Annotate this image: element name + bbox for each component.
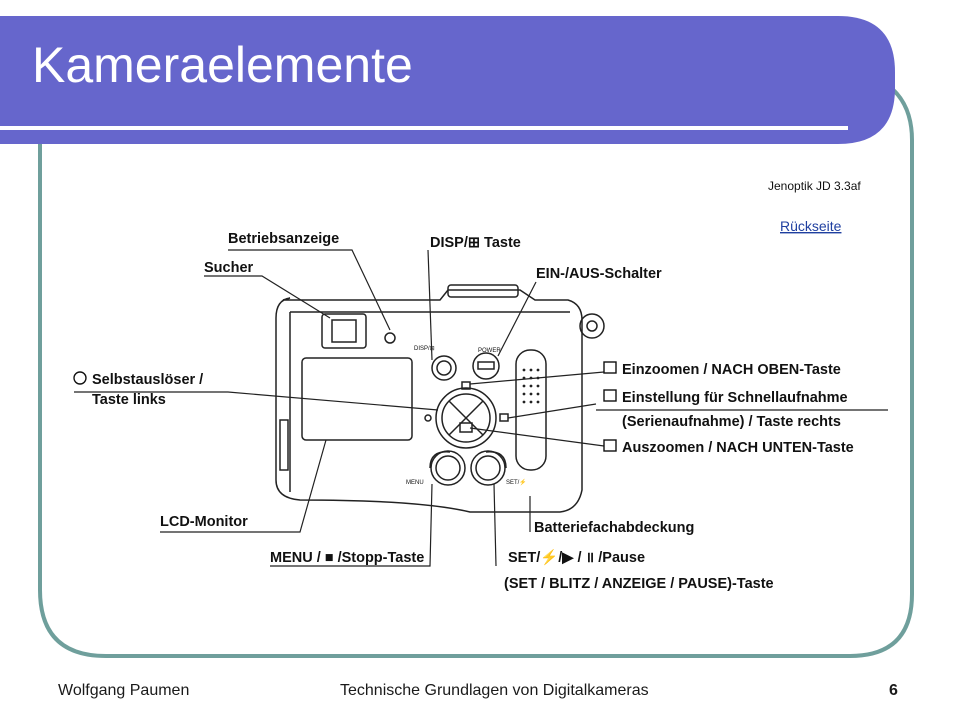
callout-labels: Betriebsanzeige Sucher DISP/⊞ Taste EIN-… — [92, 231, 854, 592]
label-schnellaufnahme-1: Einstellung für Schnellaufnahme — [622, 390, 848, 406]
label-ein-aus: EIN-/AUS-Schalter — [536, 266, 662, 282]
content-border — [38, 78, 914, 658]
self-timer-label-icon — [73, 371, 87, 385]
label-set-full: (SET / BLITZ / ANZEIGE / PAUSE)-Taste — [504, 576, 774, 592]
zoom-in-label-icon — [603, 361, 617, 374]
label-batterie: Batteriefachabdeckung — [534, 520, 694, 536]
footer-course: Technische Grundlagen von Digitalkameras — [340, 682, 649, 699]
label-disp: DISP/⊞ Taste — [430, 235, 521, 251]
label-auszoomen: Auszoomen / NACH UNTEN-Taste — [622, 440, 854, 456]
leader-lines — [74, 249, 888, 567]
zoom-out-icon — [459, 422, 473, 433]
label-betriebsanzeige: Betriebsanzeige — [228, 231, 339, 247]
power-mark: POWER — [478, 348, 501, 354]
label-lcd: LCD-Monitor — [160, 514, 248, 530]
power-switch[interactable] — [472, 352, 500, 380]
self-timer-icon — [424, 414, 432, 422]
viewfinder-icon — [321, 313, 367, 349]
zoom-out-label-icon — [603, 439, 617, 452]
footer-author: Wolfgang Paumen — [58, 682, 190, 699]
menu-mark: MENU — [406, 480, 424, 486]
label-menu-stopp: MENU / ■ /Stopp-Taste — [270, 550, 424, 566]
camera-body: DISP/⊞ POWER MENU SET/⚡ — [275, 284, 605, 513]
label-selbstausloeser-1: Selbstauslöser / — [92, 372, 203, 388]
burst-label-icon — [603, 389, 617, 402]
zoom-in-icon — [461, 381, 471, 390]
title-banner — [0, 16, 895, 144]
label-sucher: Sucher — [204, 260, 254, 276]
label-schnellaufnahme-2: (Serienaufnahme) / Taste rechts — [622, 414, 841, 430]
set-button[interactable] — [470, 450, 506, 486]
slide-title: Kameraelemente — [32, 37, 413, 93]
model-label: Jenoptik JD 3.3af — [768, 179, 861, 193]
grip — [515, 349, 547, 471]
disp-button[interactable] — [431, 355, 457, 381]
label-selbstausloeser-2: Taste links — [92, 392, 166, 408]
menu-button[interactable] — [430, 450, 466, 486]
page-number: 6 — [889, 682, 898, 699]
view-link[interactable]: Rückseite — [780, 218, 842, 234]
label-set-pause: SET/⚡/▶ / ॥ /Pause — [508, 548, 645, 566]
label-icons — [73, 361, 617, 452]
lcd-monitor — [301, 357, 413, 441]
four-way-pad[interactable] — [435, 387, 497, 449]
led-icon — [384, 332, 396, 344]
label-einzoomen: Einzoomen / NACH OBEN-Taste — [622, 362, 841, 378]
set-mark: SET/⚡ — [506, 478, 527, 486]
disp-mark: DISP/⊞ — [414, 346, 435, 352]
burst-icon — [499, 413, 509, 422]
title-underline — [0, 126, 848, 130]
